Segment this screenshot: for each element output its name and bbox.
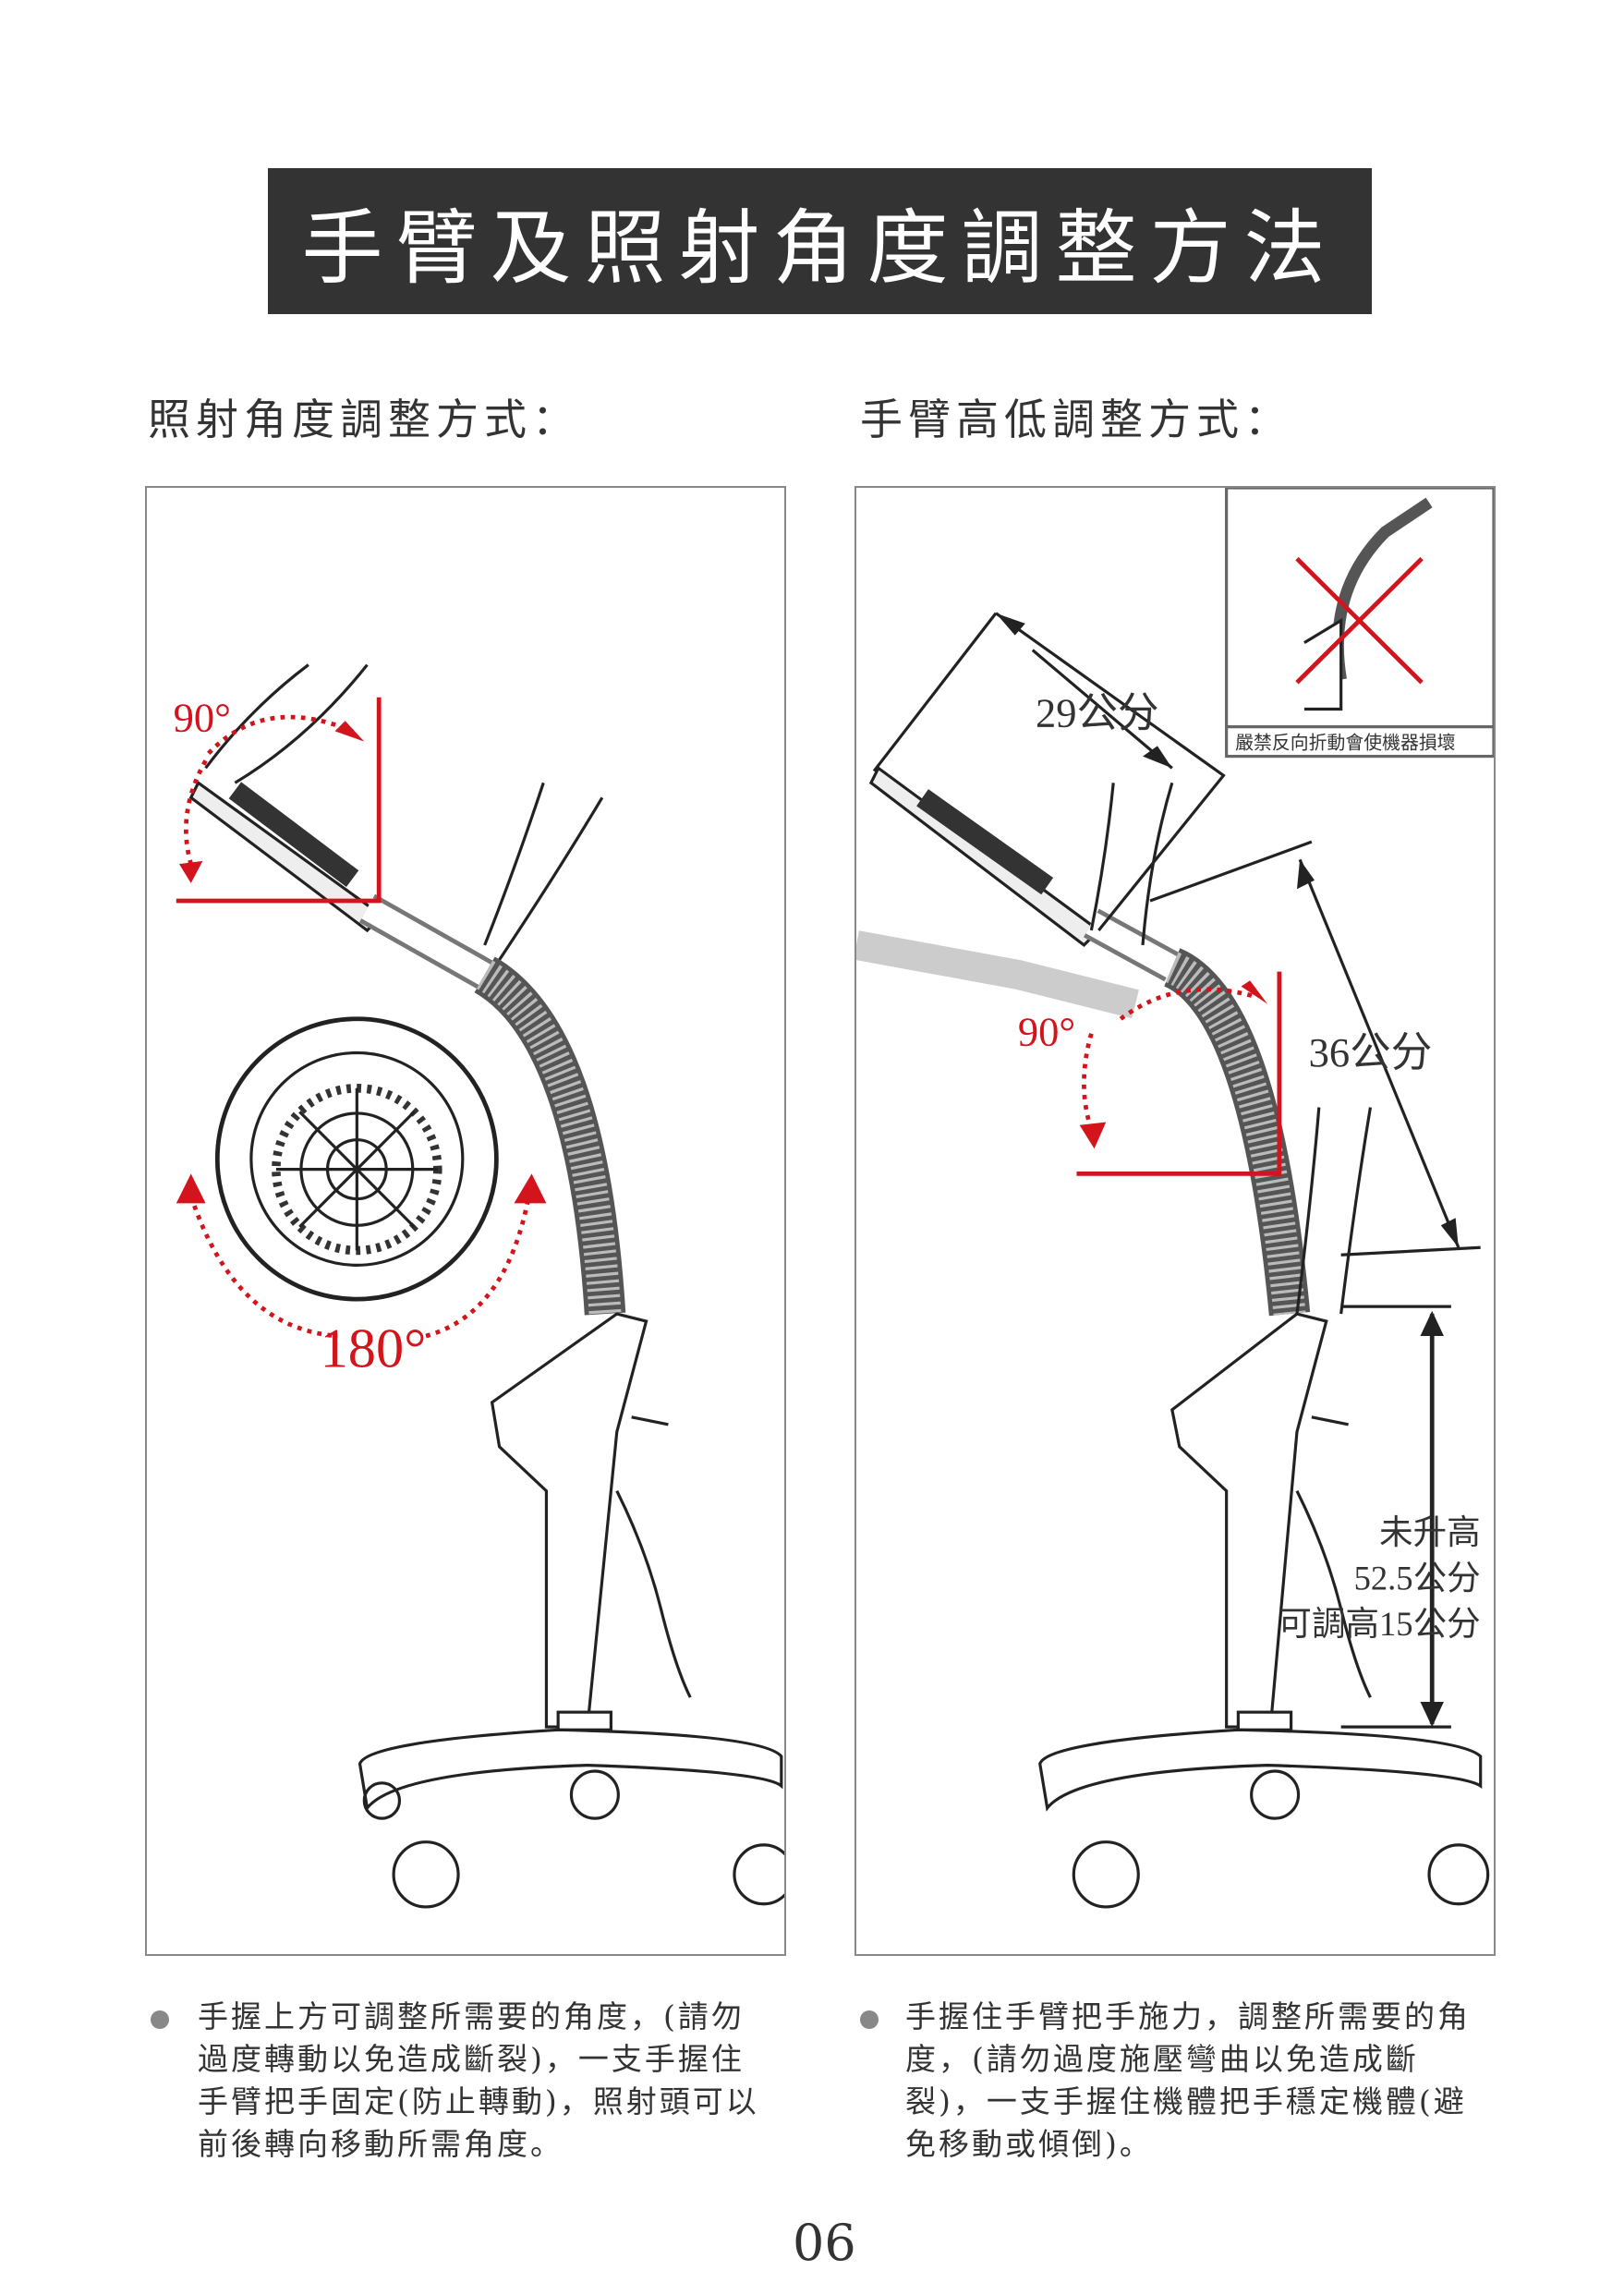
height-label-base: 52.5公分	[1354, 1560, 1481, 1597]
angle-label-180: 180°	[321, 1318, 427, 1379]
height-label-unraised: 未升高	[1379, 1513, 1481, 1551]
bullet-icon	[151, 2010, 169, 2029]
angle-label-90: 90°	[174, 694, 231, 740]
length-label-36cm: 36公分	[1309, 1029, 1433, 1075]
angle-adjust-heading: 照射角度調整方式：	[148, 395, 580, 444]
page-title: 手臂及照射角度調整方法	[268, 168, 1372, 314]
angle-adjust-illustration: 90° 180°	[145, 486, 786, 1956]
arm-height-heading: 手臂高低調整方式：	[860, 395, 1292, 444]
lamp-stand-drawing: 90° 180°	[174, 663, 784, 1909]
lamp-stand-drawing: 29公分 36公分 90° 嚴禁反向折動會使機器損壞 未升高 52.5公分 可調…	[856, 488, 1494, 1909]
arm-height-illustration: 29公分 36公分 90° 嚴禁反向折動會使機器損壞 未升高 52.5公分 可調…	[854, 486, 1496, 1956]
length-label-29cm: 29公分	[1036, 690, 1159, 736]
page-number: 06	[793, 2214, 856, 2272]
arm-height-note: 手握住手臂把手施力，調整所需要的角度，(請勿過度施壓彎曲以免造成斷裂)，一支手握…	[905, 1998, 1471, 2162]
warning-caption: 嚴禁反向折動會使機器損壞	[1235, 733, 1455, 754]
arrow-icon	[334, 721, 365, 742]
bullet-icon	[860, 2010, 879, 2029]
angle-adjust-note: 手握上方可調整所需要的角度，(請勿過度轉動以免造成斷裂)，一支手握住手臂把手固定…	[198, 1998, 759, 2162]
height-label-adjustable: 可調高15公分	[1278, 1605, 1480, 1643]
angle-label-90: 90°	[1018, 1008, 1075, 1054]
